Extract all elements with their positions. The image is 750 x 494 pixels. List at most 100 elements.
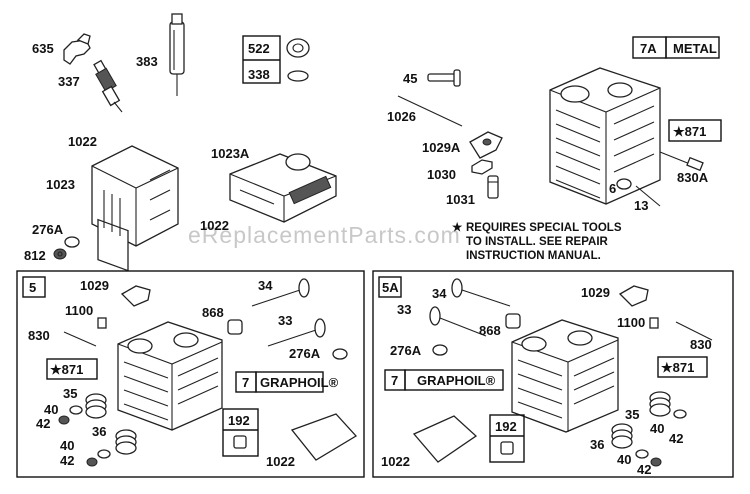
r-callout-40: 40 [650,421,664,436]
rocker-arm-right-part [618,285,649,307]
r-callout-1029: 1029 [581,285,610,300]
pivot-left-part [97,317,107,329]
pushrod-part [397,95,463,127]
l-callout-830: 830 [28,328,50,343]
nut-part [53,236,80,260]
valve-intake-left-part [251,278,326,347]
washer-276a-right [432,344,448,356]
rocker-arm-left-part [120,285,151,307]
r-callout-1022: 1022 [381,454,410,469]
callout-635: 635 [32,41,54,56]
note-line-2: TO INSTALL. SEE REPAIR [466,236,609,248]
part-192-left [233,435,247,449]
valve-spring-right-part [649,391,687,419]
l-callout-36: 36 [92,424,106,439]
cylinder-head-top-part [549,67,661,205]
valve-spring-left-part-2 [86,429,137,467]
l-callout-1100: 1100 [65,303,93,318]
l-callout-34: 34 [258,278,273,293]
l-callout-1029: 1029 [80,278,109,293]
label-metal: METAL [673,41,717,56]
valve-right-part [429,278,511,337]
stud-part-13 [635,185,661,207]
r-callout-7: 7 [391,373,398,388]
l-callout-42: 42 [36,416,50,431]
r-callout-34: 34 [432,286,447,301]
r-callout-40b: 40 [617,452,631,467]
callout-7a: 7A [640,41,657,56]
spark-plug-part [93,59,123,113]
callout-45: 45 [403,71,417,86]
breather-parts [286,38,310,82]
r-callout-42b: 42 [637,462,651,477]
watermark: eReplacementParts.com [188,222,461,248]
washer-part-6 [616,178,632,190]
callout-1022-mid: 1022 [200,218,229,233]
l-callout-871: ★871 [50,362,83,377]
panel-5-tag [22,276,46,298]
callout-337: 337 [58,74,80,89]
l-callout-1022: 1022 [266,454,295,469]
pivot-right-part [649,317,659,329]
callout-830a: 830A [677,170,709,185]
stud-right-part [675,321,713,341]
l-callout-192: 192 [228,413,250,428]
gasket-left [290,413,358,461]
graphoil-box-left [255,371,324,393]
valve-cover-ohv-part [229,153,337,223]
r-callout-36: 36 [590,437,604,452]
l-callout-276a: 276A [289,346,321,361]
spark-plug-boot-part [63,33,91,65]
head-bolt-part [659,151,704,172]
r-callout-276a: 276A [390,343,422,358]
l-callout-7: 7 [242,375,249,390]
star-871-box-left [46,358,98,380]
callout-338: 338 [248,67,270,82]
r-callout-33: 33 [397,302,411,317]
box-192-right [489,414,525,463]
panel-5a-tag [378,276,402,298]
panel-5 [16,270,365,478]
callout-6: 6 [609,181,616,196]
gasket-right [412,415,478,463]
seal-868-left [227,319,243,335]
valve-spring-left-part [58,393,107,425]
r-callout-35: 35 [625,407,639,422]
rocker-arm-part [469,131,503,175]
callout-1023: 1023 [46,177,75,192]
r-graphoil: GRAPHOIL® [417,373,496,388]
callout-1022-left: 1022 [68,134,97,149]
l-callout-40: 40 [44,402,58,417]
l-callout-35: 35 [63,386,77,401]
r-callout-192: 192 [495,419,517,434]
callout-1031: 1031 [446,192,475,207]
panel-5a-id: 5A [382,280,399,295]
l-graphoil: GRAPHOIL® [260,375,339,390]
metal-box [665,36,720,59]
cylinder-head-left-part [117,321,223,431]
rocker-stud-part [427,69,461,87]
callout-1030: 1030 [427,167,456,182]
r-callout-871: ★871 [661,360,694,375]
callout-1023a: 1023A [211,146,250,161]
dipstick-tube-part [169,13,185,96]
stud-left-part [63,331,97,347]
valve-cover-left-part [91,145,179,272]
l-callout-33: 33 [278,313,292,328]
callout-383: 383 [136,54,158,69]
washer-276a-left [332,348,348,360]
part-192-right [500,441,514,455]
graphoil-box-right [404,369,504,391]
cylinder-head-right-part [511,319,619,433]
callout-871-top: ★871 [673,124,706,139]
l-callout-40b: 40 [60,438,74,453]
callout-1026: 1026 [387,109,416,124]
callout-812: 812 [24,248,46,263]
panel-5a [372,270,734,478]
guide-plate-part [487,175,499,199]
r-callout-1100: 1100 [617,315,645,330]
valve-spring-right-part-2 [611,423,662,467]
star-871-box-top [668,119,722,142]
